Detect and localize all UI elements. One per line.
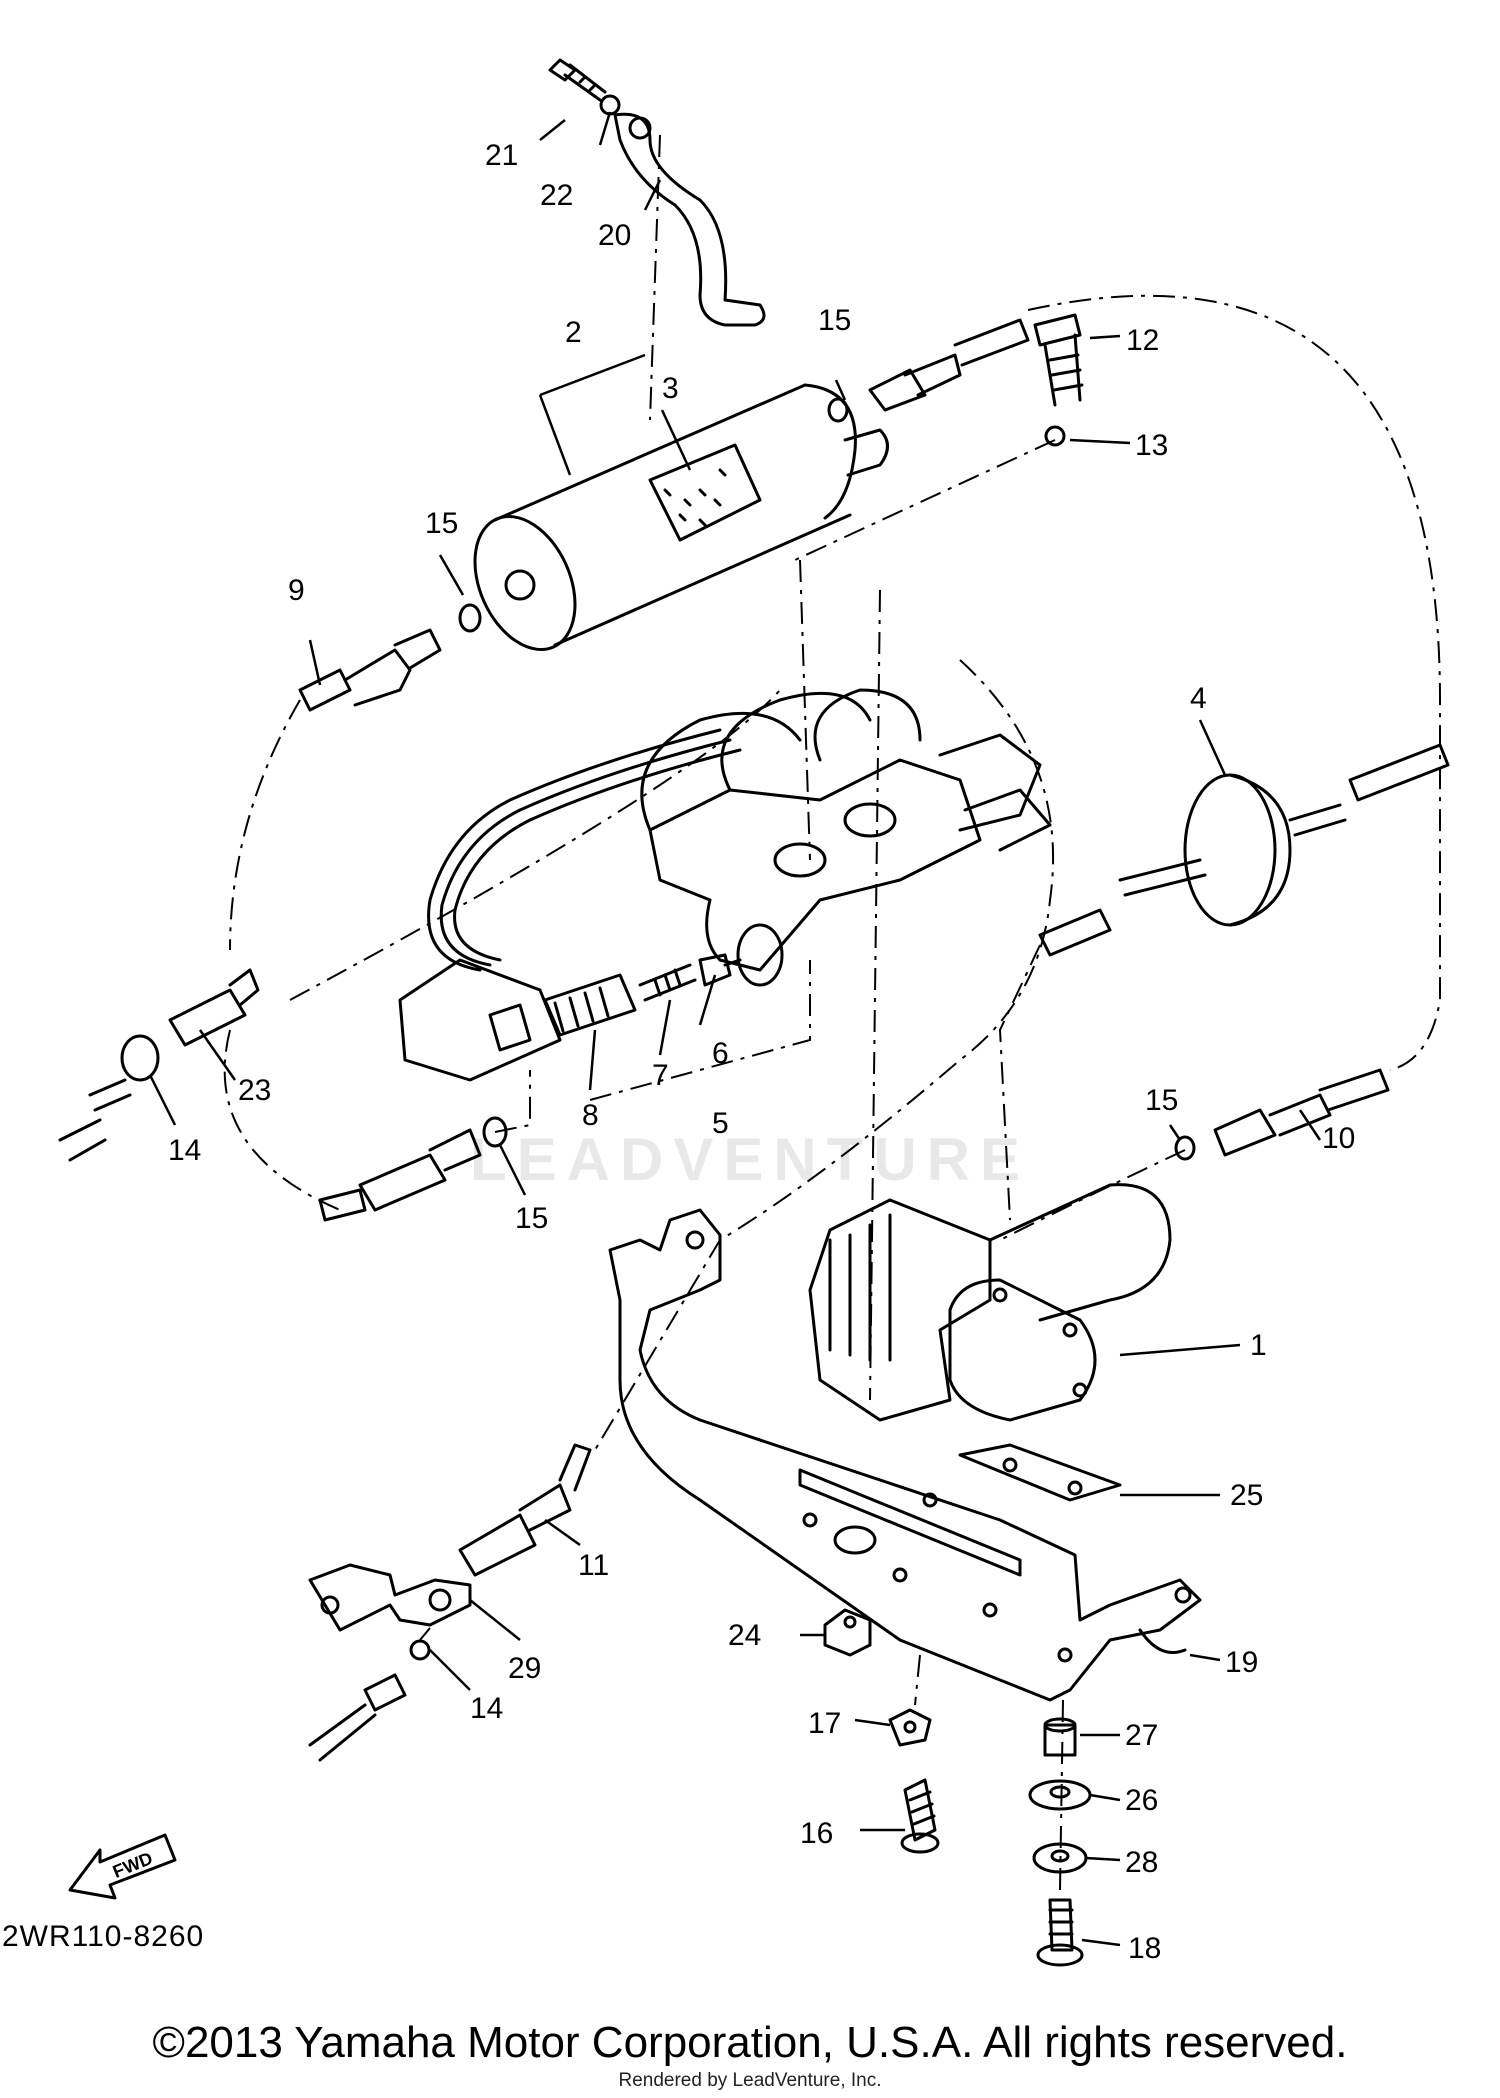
- fitting-upper: [827, 318, 1030, 423]
- callout-3: 3: [662, 372, 679, 405]
- grommet-24: [823, 1608, 872, 1657]
- callout-4: 4: [1190, 682, 1207, 715]
- washer-22: [599, 94, 621, 116]
- valve-6: [698, 953, 742, 987]
- actuator-motor-1: [808, 1183, 1172, 1422]
- fwd-arrow-icon: [68, 1833, 177, 1900]
- callout-10: 10: [1322, 1122, 1355, 1155]
- callout-17: 17: [808, 1707, 841, 1740]
- diagram-part-code: 2WR110-8260: [2, 1920, 205, 1953]
- main-bracket-19: [608, 1208, 1202, 1702]
- o-ring-14-lower: [409, 1639, 431, 1661]
- o-ring-13: [1044, 425, 1066, 447]
- damper-4: [1038, 743, 1450, 957]
- callout-11: 11: [578, 1549, 609, 1582]
- callout-23: 23: [238, 1074, 271, 1107]
- fitting-lower: [318, 1116, 508, 1222]
- damper-26: [1028, 1779, 1092, 1811]
- callout-16: 16: [800, 1817, 833, 1850]
- callout-28: 28: [1125, 1846, 1158, 1879]
- fitting-9: [298, 603, 482, 712]
- callout-14b: 14: [470, 1692, 503, 1725]
- copyright-notice: ©2013 Yamaha Motor Corporation, U.S.A. A…: [152, 2018, 1348, 2067]
- bolt-18: [1036, 1898, 1084, 1967]
- bolt-21: [548, 58, 607, 102]
- callout-25: 25: [1230, 1479, 1263, 1512]
- fitting-8: [543, 973, 637, 1037]
- callout-19: 19: [1225, 1646, 1258, 1679]
- callout-18: 18: [1128, 1932, 1161, 1965]
- callout-20: 20: [598, 219, 631, 252]
- callout-14a: 14: [168, 1134, 201, 1167]
- routing-lines: [223, 134, 1441, 1891]
- callout-7: 7: [652, 1059, 669, 1092]
- plate-25: [958, 1443, 1122, 1502]
- nut-17: [888, 1708, 932, 1747]
- collar-27: [1043, 1717, 1077, 1757]
- wire-harness: [398, 728, 742, 1082]
- callout-12: 12: [1126, 324, 1159, 357]
- callout-22: 22: [540, 179, 573, 212]
- spring-7: [638, 963, 697, 1002]
- callout-15d: 15: [1145, 1084, 1178, 1117]
- callout-24: 24: [728, 1619, 761, 1652]
- callout-8: 8: [582, 1099, 599, 1132]
- watermark: LEADVENTURE: [469, 1126, 1031, 1193]
- callout-1: 1: [1250, 1329, 1267, 1362]
- callout-15c: 15: [515, 1202, 548, 1235]
- rendered-by-notice: Rendered by LeadVenture, Inc.: [618, 2070, 882, 2091]
- callout-9: 9: [288, 574, 305, 607]
- callout-13: 13: [1135, 429, 1168, 462]
- leader-lines: [148, 111, 1322, 1947]
- callout-2: 2: [565, 316, 582, 349]
- callout-15b: 15: [425, 507, 458, 540]
- fitting-10: [1174, 1068, 1390, 1161]
- fitting-12: [1033, 313, 1084, 407]
- bracket-29: [308, 1563, 472, 1632]
- callout-21: 21: [485, 139, 518, 172]
- callout-27: 27: [1125, 1719, 1158, 1752]
- callouts: 1 2 3 4 5 6 7 8 9 10 11 12 13 14 14 15 1…: [110, 139, 1355, 1965]
- callout-29: 29: [508, 1652, 541, 1685]
- fitting-11: [458, 1443, 592, 1577]
- callout-6: 6: [712, 1037, 729, 1070]
- fitting-23: [58, 968, 260, 1162]
- bracket-20: [613, 112, 766, 327]
- bolt-16: [900, 1778, 940, 1854]
- callout-26: 26: [1125, 1784, 1158, 1817]
- fuel-pump-2: [473, 383, 889, 652]
- hose-end-lower: [308, 1673, 407, 1762]
- callout-15a: 15: [818, 304, 851, 337]
- callout-5: 5: [712, 1107, 729, 1140]
